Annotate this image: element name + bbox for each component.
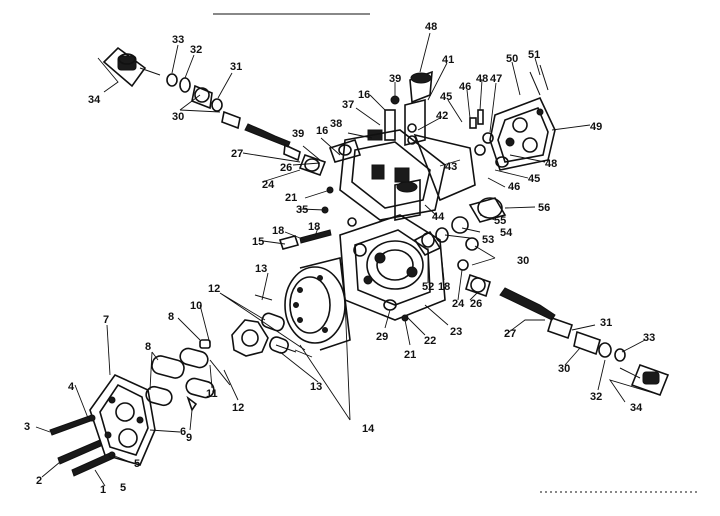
label-30: 30 bbox=[517, 255, 529, 267]
label-24: 24 bbox=[262, 179, 275, 191]
label-12: 12 bbox=[208, 283, 220, 295]
label-10: 10 bbox=[190, 300, 202, 312]
label-7: 7 bbox=[103, 314, 109, 326]
label-44: 44 bbox=[432, 211, 445, 223]
label-31: 31 bbox=[230, 61, 242, 73]
misc-small-parts bbox=[278, 138, 362, 250]
rotor-casing bbox=[284, 257, 351, 351]
gear-and-bushings bbox=[145, 294, 297, 412]
label-16: 16 bbox=[358, 89, 370, 101]
label-15: 15 bbox=[252, 236, 264, 248]
label-39: 39 bbox=[389, 73, 401, 85]
leader-lines bbox=[35, 32, 661, 487]
label-16: 16 bbox=[316, 125, 328, 137]
label-27: 27 bbox=[231, 148, 243, 160]
pump-body bbox=[339, 214, 446, 322]
label-26: 26 bbox=[280, 162, 292, 174]
label-37: 37 bbox=[342, 99, 354, 111]
label-53: 53 bbox=[482, 234, 494, 246]
label-43: 43 bbox=[445, 161, 457, 173]
label-46: 46 bbox=[508, 181, 520, 193]
label-33: 33 bbox=[643, 332, 655, 344]
label-18: 18 bbox=[272, 225, 284, 237]
label-54: 54 bbox=[500, 227, 513, 239]
label-2: 2 bbox=[36, 475, 42, 487]
label-42: 42 bbox=[436, 110, 448, 122]
label-39: 39 bbox=[292, 128, 304, 140]
label-46: 46 bbox=[459, 81, 471, 93]
label-35: 35 bbox=[296, 204, 308, 216]
label-4: 4 bbox=[68, 381, 75, 393]
top-housing bbox=[339, 70, 476, 221]
label-41: 41 bbox=[442, 54, 454, 66]
label-18: 18 bbox=[308, 221, 320, 233]
valve-assembly-upper-left bbox=[102, 46, 327, 177]
label-9: 9 bbox=[186, 432, 192, 444]
label-22: 22 bbox=[424, 335, 436, 347]
label-31: 31 bbox=[600, 317, 612, 329]
label-21: 21 bbox=[285, 192, 297, 204]
label-48: 48 bbox=[425, 21, 437, 33]
label-23: 23 bbox=[450, 326, 462, 338]
label-14: 14 bbox=[362, 423, 375, 435]
label-51: 51 bbox=[528, 49, 540, 61]
label-56: 56 bbox=[538, 202, 550, 214]
label-18: 18 bbox=[438, 281, 450, 293]
label-32: 32 bbox=[590, 391, 602, 403]
label-11: 11 bbox=[206, 388, 218, 400]
label-45: 45 bbox=[440, 91, 452, 103]
label-27: 27 bbox=[504, 328, 516, 340]
label-47: 47 bbox=[490, 73, 502, 85]
label-5: 5 bbox=[120, 482, 126, 494]
label-50: 50 bbox=[506, 53, 518, 65]
label-26: 26 bbox=[470, 298, 482, 310]
label-49: 49 bbox=[590, 121, 602, 133]
label-3: 3 bbox=[24, 421, 30, 433]
label-8: 8 bbox=[168, 311, 174, 323]
label-13: 13 bbox=[255, 263, 267, 275]
label-1: 1 bbox=[100, 484, 106, 496]
label-13: 13 bbox=[310, 381, 322, 393]
label-24: 24 bbox=[452, 298, 465, 310]
label-8: 8 bbox=[145, 341, 151, 353]
label-45: 45 bbox=[528, 173, 540, 185]
label-29: 29 bbox=[376, 331, 388, 343]
label-32: 32 bbox=[190, 44, 202, 56]
callout-labels: 48 33 32 31 34 30 50 51 46 47 48 45 39 1… bbox=[24, 21, 655, 496]
label-30: 30 bbox=[558, 363, 570, 375]
label-55: 55 bbox=[494, 215, 506, 227]
end-cap-upper-right bbox=[469, 64, 556, 171]
label-34: 34 bbox=[630, 402, 643, 414]
label-5: 5 bbox=[134, 458, 140, 470]
label-52: 52 bbox=[422, 281, 434, 293]
label-48: 48 bbox=[545, 158, 557, 170]
label-33: 33 bbox=[172, 34, 184, 46]
label-34: 34 bbox=[88, 94, 101, 106]
label-21: 21 bbox=[404, 349, 416, 361]
label-38: 38 bbox=[330, 118, 342, 130]
label-6: 6 bbox=[180, 426, 186, 438]
label-48: 48 bbox=[476, 73, 488, 85]
label-12: 12 bbox=[232, 402, 244, 414]
end-plate-lower-left bbox=[49, 373, 156, 477]
label-30: 30 bbox=[172, 111, 184, 123]
